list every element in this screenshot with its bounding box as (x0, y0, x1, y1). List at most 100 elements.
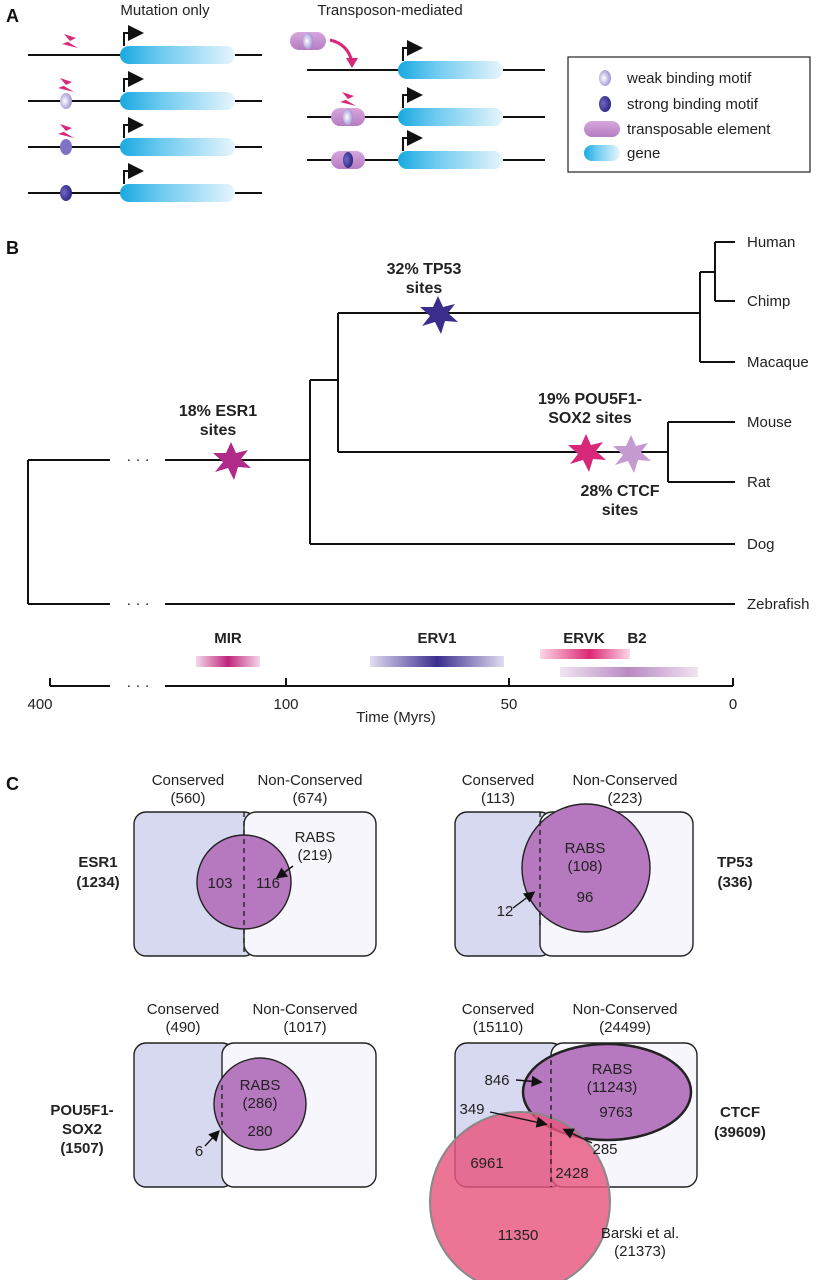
strong-motif-shape (60, 185, 72, 201)
ctcf-conserved-label: Conserved (462, 1001, 535, 1018)
panel-label-c: C (6, 774, 19, 794)
gene-shape (398, 108, 503, 126)
pou5f1-conserved-count: (490) (165, 1019, 200, 1036)
pou5f1-event-star (568, 434, 606, 472)
legend-gene: gene (627, 145, 660, 162)
ctcf-name: CTCF (720, 1104, 760, 1121)
ctcf-n9763: 9763 (599, 1104, 632, 1121)
time-axis (49, 678, 734, 687)
tree-ellipsis: · · · (126, 595, 149, 612)
pou5f1-event-label-2: SOX2 sites (548, 410, 632, 427)
tick-0: 0 (729, 696, 737, 713)
ctcf-event-label: 28% CTCF (580, 483, 659, 500)
panel-label-a: A (6, 6, 19, 26)
mutation-bolt-icon (62, 34, 78, 48)
weak-motif-shape (60, 139, 72, 155)
weak-motif-legend-icon (599, 70, 611, 86)
esr1-nonconserved-rabs: 116 (256, 875, 280, 892)
mutation-only-rows (28, 25, 262, 202)
pou5f1-nonconserved-label: Non-Conserved (252, 1001, 357, 1018)
esr1-event-star (213, 442, 251, 480)
tss-arrow (123, 71, 144, 92)
gene-shape (120, 92, 235, 110)
axis-ellipsis: · · · (126, 677, 149, 694)
tp53-nonconserved-label: Non-Conserved (572, 772, 677, 789)
gene-legend-icon (584, 145, 620, 161)
axis-title: Time (Myrs) (356, 709, 435, 726)
pou5f1-name-1: POU5F1- (50, 1102, 113, 1119)
tp53-total: (336) (717, 874, 752, 891)
mutation-bolt-icon (58, 124, 74, 138)
gene-shape (398, 151, 503, 169)
mutation-bolt-icon (58, 78, 74, 92)
legend-weak-motif: weak binding motif (626, 70, 752, 87)
phylogenetic-tree (27, 241, 735, 605)
pou5f1-venn: Conserved (490) Non-Conserved (1017) RAB… (50, 1001, 377, 1188)
mir-age-bar (196, 656, 260, 667)
ctcf-total: (39609) (714, 1124, 766, 1141)
esr1-conserved-label: Conserved (152, 772, 225, 789)
gene-shape (120, 184, 235, 202)
weak-motif-shape (343, 109, 353, 125)
ctcf-event-label-2: sites (602, 502, 639, 519)
transposon-title: Transposon-mediated (317, 2, 462, 19)
strong-motif-legend-icon (599, 96, 611, 112)
pou5f1-rabs-label: RABS (240, 1077, 281, 1094)
legend-te: transposable element (627, 121, 771, 138)
pou5f1-nonconserved-rabs: 280 (247, 1123, 272, 1140)
ctcf-rabs-label: RABS (592, 1061, 633, 1078)
tss-arrow (123, 163, 144, 184)
pou5f1-conserved-rabs: 6 (195, 1143, 203, 1160)
esr1-rabs-count: (219) (297, 847, 332, 864)
ctcf-nonconserved-count: (24499) (599, 1019, 651, 1036)
panel-a-legend: weak binding motif strong binding motif … (567, 56, 811, 173)
pou5f1-nonconserved-count: (1017) (283, 1019, 326, 1036)
species-zebrafish: Zebrafish (747, 596, 810, 613)
species-dog: Dog (747, 536, 775, 553)
tp53-rabs-count: (108) (567, 858, 602, 875)
te-label-b2: B2 (627, 630, 646, 647)
tp53-name: TP53 (717, 854, 753, 871)
tp53-nonconserved-count: (223) (607, 790, 642, 807)
ctcf-venn: Conserved (15110) Non-Conserved (24499) … (429, 1001, 766, 1280)
pou5f1-conserved-label: Conserved (147, 1001, 220, 1018)
ctcf-rabs-count: (11243) (587, 1079, 638, 1096)
pou5f1-name-2: SOX2 (62, 1121, 102, 1138)
legend-strong-motif: strong binding motif (627, 96, 759, 113)
ctcf-nonconserved-label: Non-Conserved (572, 1001, 677, 1018)
species-human: Human (747, 234, 795, 251)
te-label-ervk: ERVK (563, 630, 605, 647)
weak-motif-shape (60, 93, 72, 109)
species-mouse: Mouse (747, 414, 792, 431)
tree-ellipsis: · · · (126, 451, 149, 468)
esr1-conserved-rabs: 103 (207, 875, 232, 892)
tss-arrow (402, 130, 423, 151)
esr1-nonconserved-count: (674) (292, 790, 327, 807)
gene-shape (120, 138, 235, 156)
tick-50: 50 (501, 696, 518, 713)
tss-arrow (123, 117, 144, 138)
mutation-only-title: Mutation only (120, 2, 210, 19)
species-chimp: Chimp (747, 293, 790, 310)
te-label-mir: MIR (214, 630, 242, 647)
ctcf-barski-label: Barski et al. (601, 1225, 679, 1242)
tss-arrow (402, 87, 423, 108)
esr1-name: ESR1 (78, 854, 117, 871)
ctcf-n11350: 11350 (498, 1227, 539, 1244)
weak-motif-shape (303, 33, 313, 49)
tp53-rabs-label: RABS (565, 840, 606, 857)
ctcf-barski-count: (21373) (614, 1243, 666, 1260)
tick-100: 100 (273, 696, 298, 713)
ctcf-event-star (613, 435, 651, 473)
strong-motif-shape (343, 152, 353, 168)
esr1-venn: Conserved (560) Non-Conserved (674) RABS… (76, 772, 377, 957)
tp53-nonconserved-rabs: 96 (577, 889, 594, 906)
tss-arrow (123, 25, 144, 46)
pou5f1-total: (1507) (60, 1140, 103, 1157)
esr1-event-label-2: sites (200, 422, 237, 439)
ctcf-n285: 285 (592, 1141, 617, 1158)
ctcf-n349: 349 (459, 1101, 484, 1118)
tp53-event-label-2: sites (406, 280, 443, 297)
panel-label-b: B (6, 238, 19, 258)
te-label-erv1: ERV1 (418, 630, 457, 647)
